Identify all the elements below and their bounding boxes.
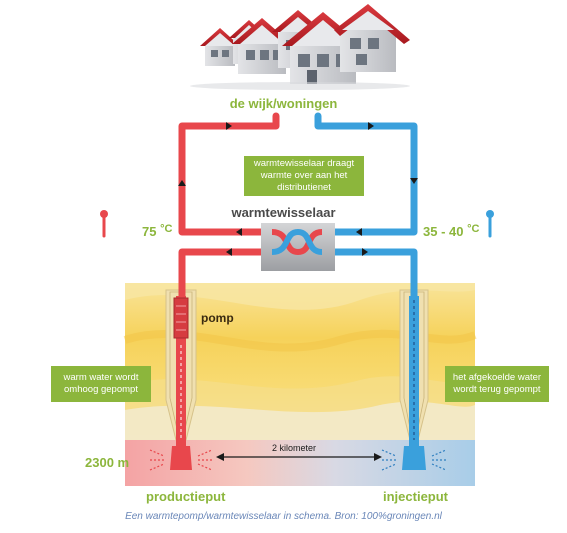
reservoir-flow-marks-right: [381, 449, 447, 471]
house-1: [200, 28, 240, 66]
flow-arrows: [178, 122, 418, 256]
house-6: [334, 4, 410, 72]
production-well-label: productieput: [146, 489, 226, 504]
depth-label: 2300 m: [85, 455, 130, 470]
injection-well-label: injectieput: [383, 489, 449, 504]
reservoir-flow-marks-left: [149, 449, 213, 471]
houses-illustration: [190, 4, 410, 90]
right-note: het afgekoelde water wordt terug gepompt: [445, 366, 549, 402]
exchanger-note: warmtewisselaar draagt warmte over aan h…: [244, 156, 364, 196]
cold-temperature-value: 35 - 40: [423, 224, 464, 239]
exchanger-label: warmtewisselaar: [231, 205, 336, 220]
injection-pipe: [402, 296, 426, 470]
hot-temperature: 75 °C: [142, 223, 173, 239]
distance-label: 2 kilometer: [272, 443, 317, 453]
heat-exchanger: [261, 223, 335, 271]
pump-label: pomp: [201, 311, 234, 325]
neighbourhood-title: de wijk/woningen: [229, 96, 338, 111]
hot-temperature-unit: °C: [160, 223, 173, 235]
cold-temperature: 35 - 40 °C: [423, 223, 480, 239]
hot-temperature-value: 75: [142, 224, 157, 239]
cold-temperature-unit: °C: [467, 223, 480, 235]
cold-thermometer-icon: [486, 210, 494, 238]
hot-thermometer-icon: [100, 210, 108, 238]
caption: Een warmtepomp/warmtewisselaar in schema…: [125, 511, 442, 522]
hot-water-loop: [178, 112, 280, 304]
pump-assembly: [170, 296, 192, 470]
left-note: warm water wordt omhoog gepompt: [51, 366, 151, 402]
cold-water-loop: [314, 112, 418, 304]
distance-arrow: [216, 453, 382, 461]
